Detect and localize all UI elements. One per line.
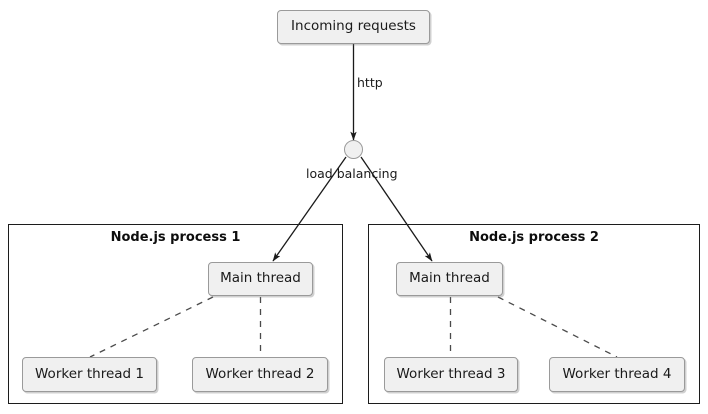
node-worker-thread-4-label: Worker thread 4 (562, 365, 672, 382)
node-worker-thread-4[interactable]: Worker thread 4 (549, 357, 685, 392)
node-worker-thread-2[interactable]: Worker thread 2 (192, 357, 328, 392)
edge-label-http: http (357, 75, 383, 90)
node-main-thread-process-2-label: Main thread (409, 270, 490, 287)
container-node-process-2: Node.js process 2 (368, 224, 700, 404)
node-main-thread-process-2[interactable]: Main thread (396, 262, 503, 296)
node-worker-thread-1[interactable]: Worker thread 1 (22, 357, 157, 392)
edge-label-load-balancing: load balancing (306, 166, 398, 181)
node-worker-thread-3[interactable]: Worker thread 3 (384, 357, 518, 392)
node-worker-thread-2-label: Worker thread 2 (205, 365, 315, 382)
node-worker-thread-1-label: Worker thread 1 (35, 365, 144, 382)
container-node-process-1: Node.js process 1 (8, 224, 343, 404)
container-node-process-1-title: Node.js process 1 (110, 230, 241, 245)
node-main-thread-process-1-label: Main thread (220, 270, 301, 287)
node-incoming-requests-label: Incoming requests (291, 18, 416, 35)
node-incoming-requests[interactable]: Incoming requests (277, 10, 430, 44)
node-worker-thread-3-label: Worker thread 3 (396, 365, 506, 382)
node-main-thread-process-1[interactable]: Main thread (208, 262, 313, 296)
node-load-balancer[interactable] (344, 140, 363, 159)
container-node-process-2-title: Node.js process 2 (469, 230, 599, 245)
